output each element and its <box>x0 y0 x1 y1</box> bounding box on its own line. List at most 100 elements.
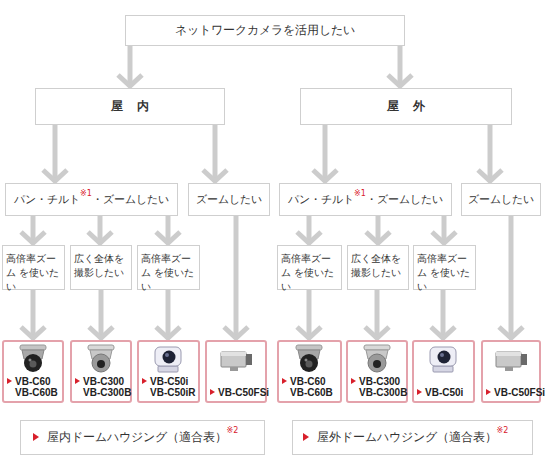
arrow-head <box>43 170 67 181</box>
product-box: VB-C300VB-C300B <box>70 340 132 403</box>
node-text: ズームしたい <box>196 192 262 207</box>
arrow-head <box>478 170 502 181</box>
node-text: 高倍率ズーム を使いたい <box>281 252 339 294</box>
arrow-head <box>297 327 321 338</box>
product-box: VB-C50iVB-C50iR <box>137 340 200 403</box>
arrow-head <box>21 232 45 243</box>
arrow-shaft <box>398 46 403 86</box>
product-box: VB-C60VB-C60B <box>2 340 64 403</box>
arrow-head <box>431 327 455 338</box>
arrow-shaft <box>31 290 36 338</box>
node-text: 屋外ドームハウジング（適合表） <box>317 429 497 446</box>
arrow-head <box>224 327 248 338</box>
node-text: 屋外 <box>387 98 439 115</box>
flow-arrow <box>388 46 412 86</box>
arrow-shaft <box>99 290 104 338</box>
arrow-shaft <box>323 125 328 181</box>
product-box: VB-C50FSi <box>481 340 541 403</box>
arrow-shaft <box>166 290 171 338</box>
footnote-mark: ※1 <box>354 189 366 198</box>
node-text: VB-C50FSi <box>494 387 545 398</box>
node-text: VB-C50FSi <box>218 387 269 398</box>
node-text: VB-C300 <box>359 376 400 387</box>
flow-arrow <box>224 216 248 338</box>
flow-arrow <box>21 216 45 243</box>
arrow-head <box>156 232 180 243</box>
flow-arrow <box>297 290 321 338</box>
node-text: VB-C300 <box>83 376 124 387</box>
link-box: 屋外ドームハウジング（適合表）※2 <box>292 420 533 455</box>
node-text: ズームしたい <box>468 192 534 207</box>
arrow-head <box>21 327 45 338</box>
flow-arrow <box>89 290 113 338</box>
node-text: VB-C60B <box>15 387 58 398</box>
need-box: 広く全体を 撮影したい <box>347 245 409 290</box>
flow-arrow <box>432 216 456 243</box>
flow-arrow <box>478 125 502 181</box>
flow-arrow <box>431 290 455 338</box>
node-text: VB-C60 <box>15 376 51 387</box>
arrow-head <box>88 232 112 243</box>
flow-arrow <box>156 290 180 338</box>
arrow-shaft <box>375 290 380 338</box>
node-text: VB-C300B <box>359 387 407 398</box>
node-text: 広く全体を 撮影したい <box>74 252 129 280</box>
node-text: パン・チルト <box>14 192 80 207</box>
arrow-head <box>203 170 227 181</box>
flow-arrow <box>313 125 337 181</box>
node-text: VB-C300B <box>83 387 131 398</box>
node-text: 高倍率ズーム を使いたい <box>417 252 473 294</box>
flow-arrow <box>365 290 389 338</box>
choice-box: ズームしたい <box>461 183 541 216</box>
node-text: VB-C50i <box>150 376 188 387</box>
node-text: パン・チルト <box>288 192 354 207</box>
arrow-head <box>365 327 389 338</box>
node-text: ・ズームしたい <box>92 192 169 207</box>
product-box: VB-C60VB-C60B <box>277 340 342 403</box>
need-box: 高倍率ズーム を使いたい <box>137 245 200 290</box>
product-box: VB-C300VB-C300B <box>346 340 408 403</box>
arrow-head <box>432 232 456 243</box>
node-text: 高倍率ズーム を使いたい <box>141 252 197 294</box>
flow-arrow <box>43 125 67 181</box>
root-box: ネットワークカメラを活用したい <box>125 15 405 46</box>
flow-arrow <box>203 125 227 181</box>
flow-arrow <box>21 290 45 338</box>
flow-arrow <box>297 216 321 243</box>
choice-box: パン・チルト※1・ズームしたい <box>279 183 452 216</box>
need-box: 高倍率ズーム を使いたい <box>277 245 342 290</box>
location-box: 屋外 <box>300 88 512 125</box>
arrow-head <box>499 327 523 338</box>
node-text: 屋内ドームハウジング（適合表） <box>47 429 227 446</box>
flow-arrow <box>156 216 180 243</box>
arrow-shaft <box>128 46 133 86</box>
flow-arrow <box>88 216 112 243</box>
arrow-shaft <box>213 125 218 181</box>
arrow-head <box>297 232 321 243</box>
arrow-shaft <box>307 290 312 338</box>
footnote-mark: ※2 <box>227 426 239 435</box>
need-box: 広く全体を 撮影したい <box>70 245 132 290</box>
arrow-head <box>388 75 412 86</box>
node-text: 屋内 <box>111 98 163 115</box>
arrow-shaft <box>488 125 493 181</box>
node-text: VB-C50iR <box>150 387 196 398</box>
location-box: 屋内 <box>35 88 225 125</box>
arrow-head <box>156 327 180 338</box>
need-box: 高倍率ズーム を使いたい <box>413 245 476 290</box>
arrow-head <box>313 170 337 181</box>
choice-box: ズームしたい <box>188 183 270 216</box>
arrow-shaft <box>234 216 239 338</box>
flow-arrow <box>366 216 390 243</box>
product-box: VB-C50i <box>412 340 475 403</box>
choice-box: パン・チルト※1・ズームしたい <box>5 183 178 216</box>
node-text: 広く全体を 撮影したい <box>351 252 406 280</box>
node-text: VB-C60 <box>290 376 326 387</box>
node-text: 高倍率ズーム を使いたい <box>6 252 62 294</box>
arrow-head <box>366 232 390 243</box>
arrow-shaft <box>509 216 514 338</box>
arrow-shaft <box>441 290 446 338</box>
need-box: 高倍率ズーム を使いたい <box>2 245 65 290</box>
flow-arrow <box>118 46 142 86</box>
